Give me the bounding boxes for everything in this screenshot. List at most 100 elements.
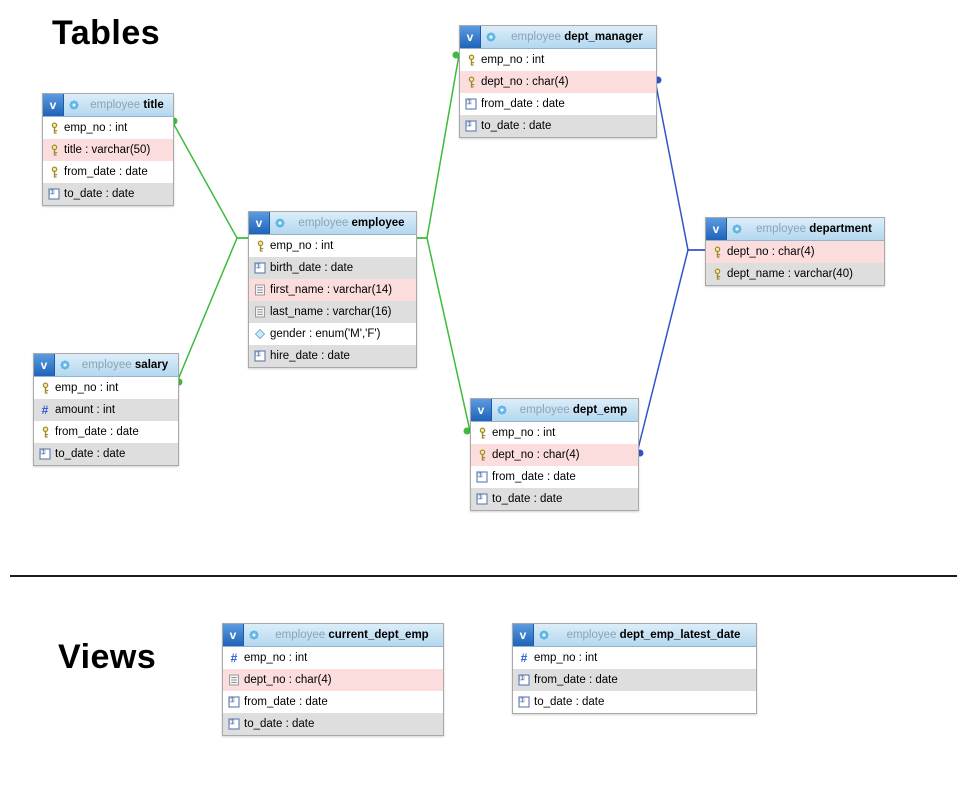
primary-key-icon bbox=[42, 381, 48, 394]
column-row[interactable]: dept_name : varchar(40) bbox=[706, 263, 884, 285]
entity-dept_emp[interactable]: v employee dept_emp emp_no : int dept_no… bbox=[470, 398, 639, 511]
column-row[interactable]: emp_no : int bbox=[460, 49, 656, 71]
relationship-line-1[interactable] bbox=[176, 237, 248, 383]
column-label: amount : int bbox=[55, 404, 116, 416]
date-icon: 1 bbox=[39, 448, 51, 460]
numeric-column-icon: # bbox=[230, 651, 238, 665]
column-row[interactable]: dept_no : char(4) bbox=[223, 669, 443, 691]
column-label: last_name : varchar(16) bbox=[270, 306, 392, 318]
gear-icon bbox=[69, 100, 79, 110]
text-column-icon bbox=[255, 284, 265, 296]
schema-name: employee bbox=[81, 359, 132, 371]
column-row[interactable]: emp_no : int bbox=[43, 117, 173, 139]
column-row[interactable]: from_date : date bbox=[34, 421, 178, 443]
entity-department[interactable]: v employee department dept_no : char(4) … bbox=[705, 217, 885, 286]
view-badge-icon: v bbox=[34, 354, 55, 376]
entity-dept_manager[interactable]: v employee dept_manager emp_no : int dep… bbox=[459, 25, 657, 138]
section-divider bbox=[10, 575, 957, 577]
table-name: employee bbox=[351, 217, 405, 229]
column-row[interactable]: #emp_no : int bbox=[513, 647, 756, 669]
schema-name: employee bbox=[275, 629, 326, 641]
relationship-line-0[interactable] bbox=[171, 120, 248, 239]
entity-header[interactable]: v employee salary bbox=[34, 354, 178, 377]
entity-title: employee current_dept_emp bbox=[261, 629, 443, 641]
table-name: dept_manager bbox=[564, 31, 643, 43]
column-label: dept_name : varchar(40) bbox=[727, 268, 853, 280]
column-row[interactable]: dept_no : char(4) bbox=[471, 444, 638, 466]
column-row[interactable]: 1 to_date : date bbox=[460, 115, 656, 137]
view-badge-icon: v bbox=[460, 26, 481, 48]
entity-header[interactable]: v employee dept_emp bbox=[471, 399, 638, 422]
tables-section-heading: Tables bbox=[52, 14, 161, 52]
column-row[interactable]: #amount : int bbox=[34, 399, 178, 421]
column-row[interactable]: emp_no : int bbox=[34, 377, 178, 399]
column-row[interactable]: dept_no : char(4) bbox=[460, 71, 656, 93]
column-label: emp_no : int bbox=[64, 122, 128, 134]
column-row[interactable]: first_name : varchar(14) bbox=[249, 279, 416, 301]
column-label: birth_date : date bbox=[270, 262, 354, 274]
relationship-line-4[interactable] bbox=[654, 79, 705, 251]
column-label: to_date : date bbox=[481, 120, 552, 132]
gear-icon bbox=[275, 218, 285, 228]
column-row[interactable]: gender : enum('M','F') bbox=[249, 323, 416, 345]
date-icon: 1 bbox=[465, 98, 477, 110]
svg-text:1: 1 bbox=[468, 122, 471, 128]
primary-key-icon bbox=[714, 267, 720, 280]
entity-dept_emp_latest_date[interactable]: v employee dept_emp_latest_date#emp_no :… bbox=[512, 623, 757, 714]
entity-title: employee department bbox=[744, 223, 884, 235]
entity-header[interactable]: v employee current_dept_emp bbox=[223, 624, 443, 647]
primary-key-icon bbox=[468, 75, 474, 88]
entity-title: employee salary bbox=[72, 359, 178, 371]
entity-title[interactable]: v employee title emp_no : int title : va… bbox=[42, 93, 174, 206]
entity-header[interactable]: v employee title bbox=[43, 94, 173, 117]
entity-header[interactable]: v employee employee bbox=[249, 212, 416, 235]
column-row[interactable]: 1 from_date : date bbox=[471, 466, 638, 488]
svg-text:1: 1 bbox=[479, 473, 482, 479]
column-label: emp_no : int bbox=[55, 382, 119, 394]
entity-header[interactable]: v employee dept_emp_latest_date bbox=[513, 624, 756, 647]
table-name: current_dept_emp bbox=[328, 629, 429, 641]
table-name: title bbox=[143, 99, 164, 111]
gear-icon bbox=[539, 630, 549, 640]
table-name: salary bbox=[134, 359, 169, 371]
relationship-line-5[interactable] bbox=[636, 249, 705, 454]
numeric-column-icon: # bbox=[520, 651, 528, 665]
column-row[interactable]: emp_no : int bbox=[249, 235, 416, 257]
text-column-icon bbox=[255, 306, 265, 318]
entity-current_dept_emp[interactable]: v employee current_dept_emp#emp_no : int… bbox=[222, 623, 444, 736]
column-row[interactable]: #emp_no : int bbox=[223, 647, 443, 669]
column-label: from_date : date bbox=[492, 471, 576, 483]
svg-text:1: 1 bbox=[51, 190, 54, 196]
column-row[interactable]: dept_no : char(4) bbox=[706, 241, 884, 263]
column-row[interactable]: title : varchar(50) bbox=[43, 139, 173, 161]
column-row[interactable]: 1 to_date : date bbox=[43, 183, 173, 205]
primary-key-icon bbox=[51, 121, 57, 134]
column-row[interactable]: emp_no : int bbox=[471, 422, 638, 444]
views-section-heading: Views bbox=[58, 638, 157, 676]
relationship-line-2[interactable] bbox=[415, 54, 460, 239]
column-row[interactable]: last_name : varchar(16) bbox=[249, 301, 416, 323]
column-label: emp_no : int bbox=[270, 240, 334, 252]
column-label: to_date : date bbox=[64, 188, 135, 200]
column-row[interactable]: from_date : date bbox=[43, 161, 173, 183]
relationship-line-3[interactable] bbox=[415, 237, 471, 432]
column-label: first_name : varchar(14) bbox=[270, 284, 393, 296]
gear-icon bbox=[486, 32, 496, 42]
column-label: dept_no : char(4) bbox=[492, 449, 580, 461]
date-icon: 1 bbox=[518, 696, 530, 708]
entity-header[interactable]: v employee dept_manager bbox=[460, 26, 656, 49]
column-label: to_date : date bbox=[244, 718, 315, 730]
entity-salary[interactable]: v employee salary emp_no : int #amount : … bbox=[33, 353, 179, 466]
entity-header[interactable]: v employee department bbox=[706, 218, 884, 241]
